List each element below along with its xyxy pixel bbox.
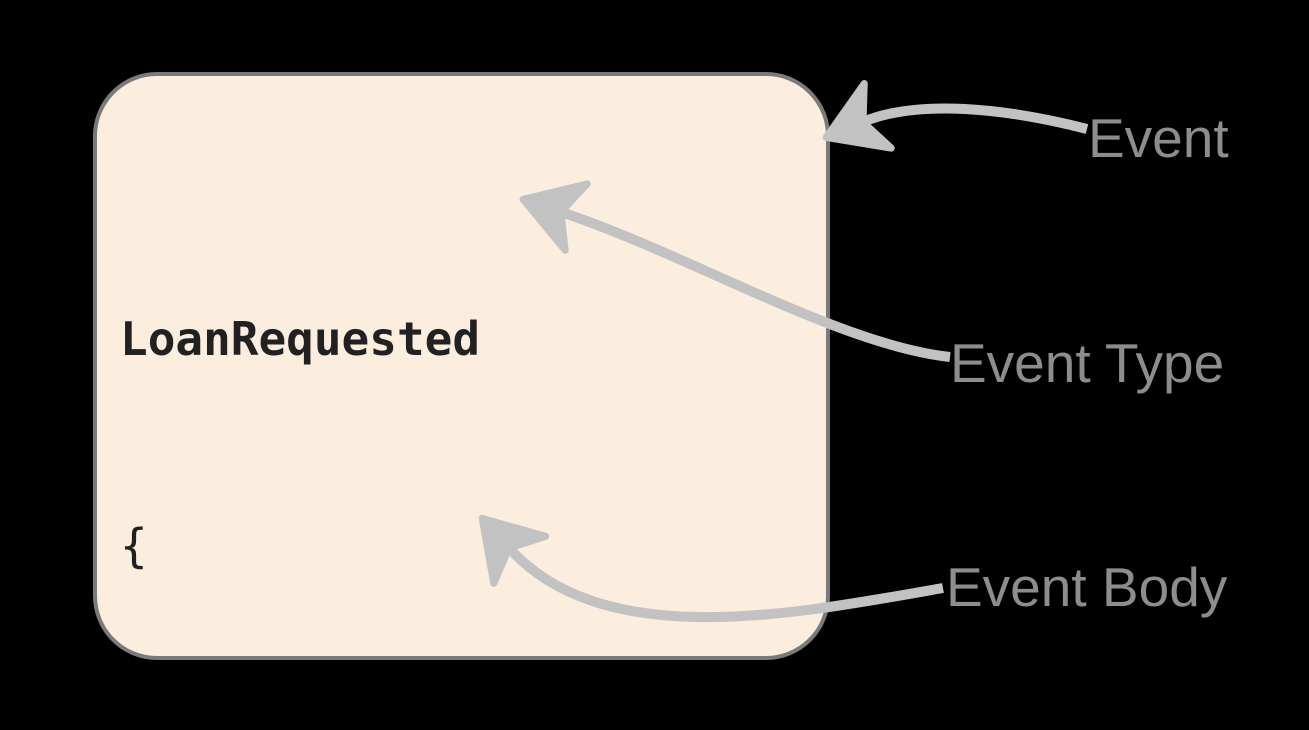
event-arrow	[822, 80, 1089, 152]
event-type-code-line: LoanRequested	[120, 312, 481, 366]
event-code-block: LoanRequested { id: 123, amount: 100, bo…	[120, 167, 757, 730]
event-body-code-line-open-brace: {	[120, 519, 148, 573]
event-body-code-line-id: id: 123,	[120, 719, 757, 730]
event-type-label: Event Type	[950, 332, 1225, 394]
event-label: Event	[1088, 107, 1229, 169]
event-body-label: Event Body	[946, 556, 1228, 618]
